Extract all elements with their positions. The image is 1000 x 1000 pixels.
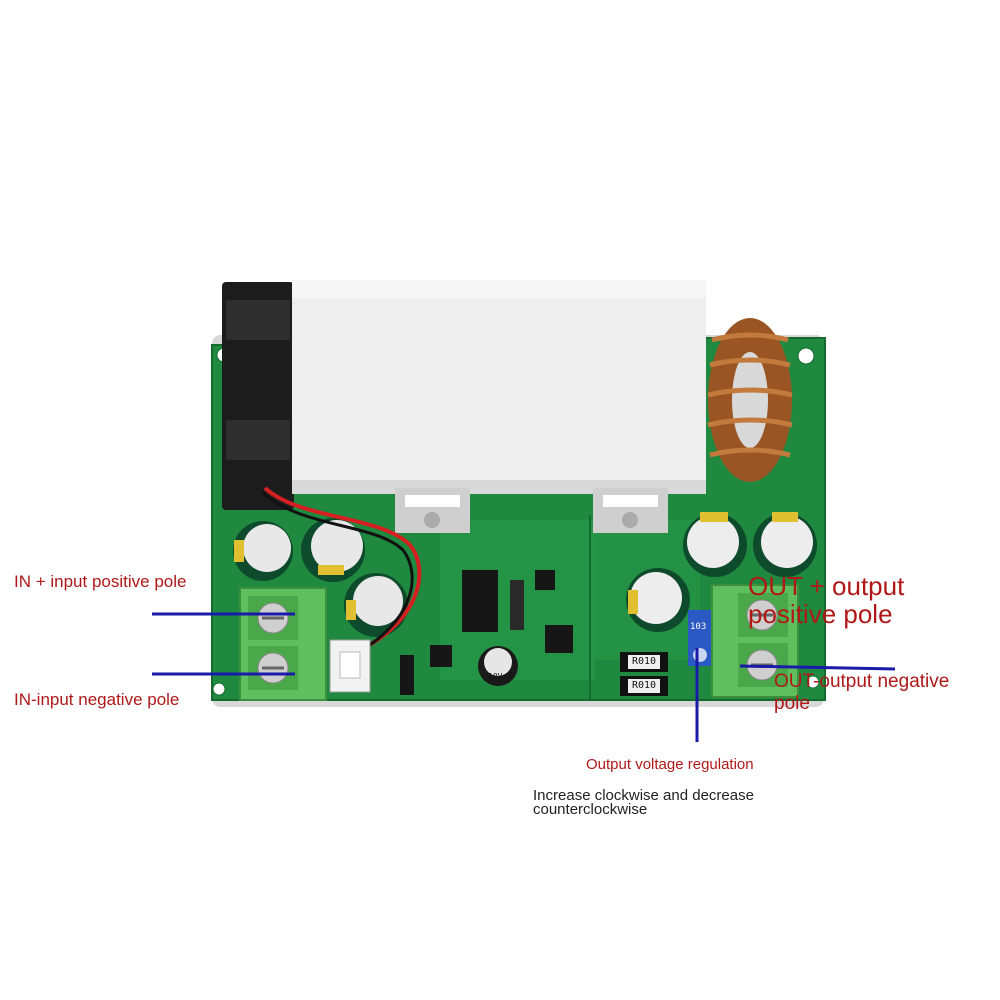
capacitor [233,521,293,581]
resistor-marking: R010 [632,656,657,667]
heatsink [292,280,706,490]
label-voltage-regulation: Output voltage regulation [586,756,754,773]
fan-wire-black [260,490,414,656]
capacitor [683,512,747,577]
shunt-resistor [620,652,668,672]
mount-hole [797,347,815,365]
label-out-negative-line2: pole [774,693,810,714]
toroid-inductor [707,318,793,482]
label-regulation-note-line1: Increase clockwise and decrease [533,787,754,804]
label-in-negative: IN-input negative pole [14,690,180,709]
mosfet [593,488,668,533]
label-out-negative-line1: OUT-output negative [774,671,950,692]
ic-chip [400,655,414,695]
ic-chip [545,625,573,653]
ic-chip [535,570,555,590]
capacitor-marking: 10V [488,672,503,681]
label-regulation-note-line2: counterclockwise [533,801,648,818]
output-terminal-block[interactable] [711,584,799,698]
resistor-marking: R010 [632,680,657,691]
fan-wire-red [263,486,422,652]
small-capacitor [478,646,518,686]
label-in-positive: IN + input positive pole [14,572,187,591]
trimpot-marking: 103 [690,622,707,632]
ic-chip [430,645,452,667]
label-out-positive-line1: OUT + output [748,571,905,601]
mosfet [395,488,470,533]
input-terminal-block[interactable] [239,587,327,701]
shunt-resistor [620,676,668,696]
mount-hole [212,682,226,696]
capacitor [753,512,817,577]
capacitor [626,568,690,632]
label-out-positive-line2: positive pole [748,599,893,629]
capacitor [344,573,408,637]
trimpot[interactable] [688,610,712,666]
capacitor [301,518,365,582]
ic-chip [462,570,498,632]
mount-hole [806,675,820,689]
pointer-out-negative [739,664,896,671]
